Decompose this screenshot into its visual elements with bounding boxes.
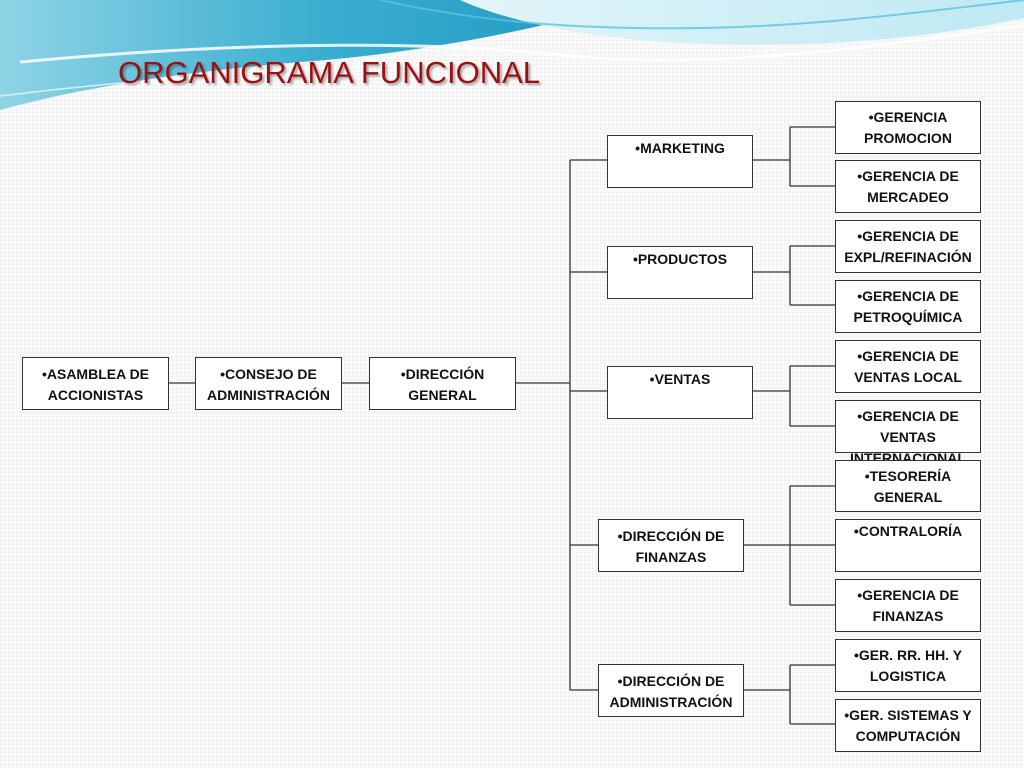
node-gerencia-de-ventas-internacional: GERENCIA DE VENTAS INTERNACIONAL: [835, 400, 981, 466]
node-marketing: MARKETING: [607, 135, 753, 188]
node-ventas: VENTAS: [607, 366, 753, 419]
node-gerencia-promocion: GERENCIA PROMOCION: [835, 101, 981, 154]
node-tesoreria-general: TESORERÍA GENERAL: [835, 460, 981, 512]
node-label: CONTRALORÍA: [841, 521, 975, 542]
thin-swoosh-line: [0, 63, 461, 97]
node-label: PRODUCTOS: [613, 249, 747, 270]
teal-wave-shape: [0, 0, 640, 110]
node-gerencia-de-petroquimica: GERENCIA DE PETROQUÍMICA: [835, 280, 981, 333]
node-label: MARKETING: [613, 138, 747, 159]
light-wave-shape: [460, 0, 1024, 45]
node-label: DIRECCIÓN DE FINANZAS: [604, 526, 738, 568]
node-label: GER. RR. HH. Y LOGISTICA: [841, 645, 975, 687]
node-label: DIRECCIÓN GENERAL: [375, 364, 510, 406]
node-label: GERENCIA DE PETROQUÍMICA: [841, 286, 975, 328]
node-label: CONSEJO DE ADMINISTRACIÓN: [201, 364, 336, 406]
node-label: DIRECCIÓN DE ADMINISTRACIÓN: [604, 671, 738, 713]
node-label: GERENCIA DE VENTAS LOCAL: [841, 346, 975, 388]
node-direccion-de-administracion: DIRECCIÓN DE ADMINISTRACIÓN: [598, 664, 744, 717]
node-label: GERENCIA DE EXPL/REFINACIÓN: [841, 226, 975, 268]
node-gerencia-de-expl-refinacion: GERENCIA DE EXPL/REFINACIÓN: [835, 220, 981, 273]
node-label: TESORERÍA GENERAL: [841, 466, 975, 508]
node-productos: PRODUCTOS: [607, 246, 753, 299]
page-title: ORGANIGRAMA FUNCIONAL: [118, 55, 540, 90]
node-label: GERENCIA DE FINANZAS: [841, 585, 975, 627]
node-ger-rr-hh-y-logistica: GER. RR. HH. Y LOGISTICA: [835, 639, 981, 692]
node-consejo-de-administracion: CONSEJO DE ADMINISTRACIÓN: [195, 357, 342, 410]
node-label: VENTAS: [613, 369, 747, 390]
node-gerencia-de-mercadeo: GERENCIA DE MERCADEO: [835, 160, 981, 213]
teal-swoosh-line: [379, 0, 1024, 30]
white-swoosh-line: [19, 23, 1024, 64]
node-label: GERENCIA DE MERCADEO: [841, 166, 975, 208]
node-label: ASAMBLEA DE ACCIONISTAS: [28, 364, 163, 406]
node-ger-sistemas-y-computacion: GER. SISTEMAS Y COMPUTACIÓN: [835, 699, 981, 752]
node-gerencia-de-finanzas: GERENCIA DE FINANZAS: [835, 579, 981, 632]
node-label: GER. SISTEMAS Y COMPUTACIÓN: [841, 705, 975, 747]
node-asamblea-de-accionistas: ASAMBLEA DE ACCIONISTAS: [22, 357, 169, 410]
node-gerencia-de-ventas-local: GERENCIA DE VENTAS LOCAL: [835, 340, 981, 393]
node-contraloria: CONTRALORÍA: [835, 519, 981, 572]
node-label: GERENCIA PROMOCION: [841, 107, 975, 149]
node-direccion-general: DIRECCIÓN GENERAL: [369, 357, 516, 410]
node-direccion-de-finanzas: DIRECCIÓN DE FINANZAS: [598, 519, 744, 572]
